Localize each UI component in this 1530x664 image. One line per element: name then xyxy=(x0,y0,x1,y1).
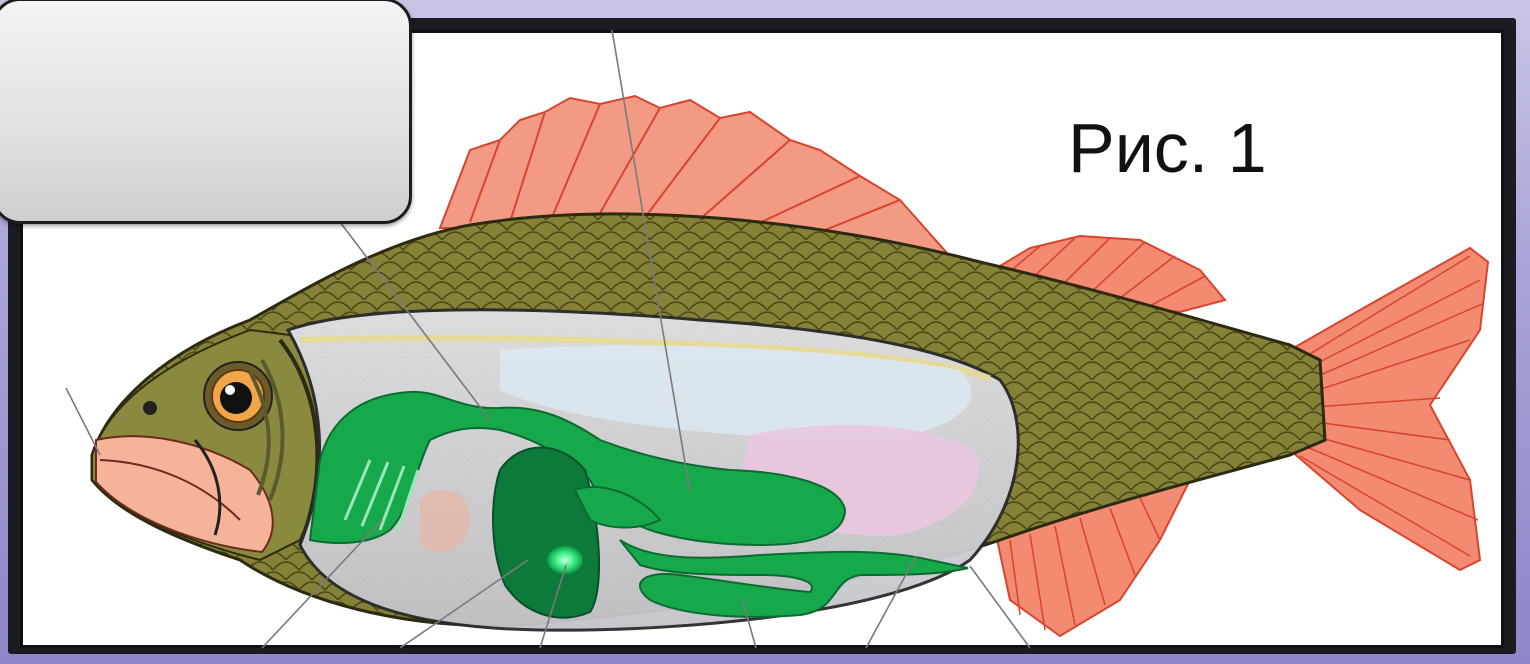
leader-line-mouth xyxy=(66,388,100,455)
label-box xyxy=(0,0,412,224)
nostril xyxy=(143,401,157,415)
figure-caption: Рис. 1 xyxy=(1068,108,1267,188)
